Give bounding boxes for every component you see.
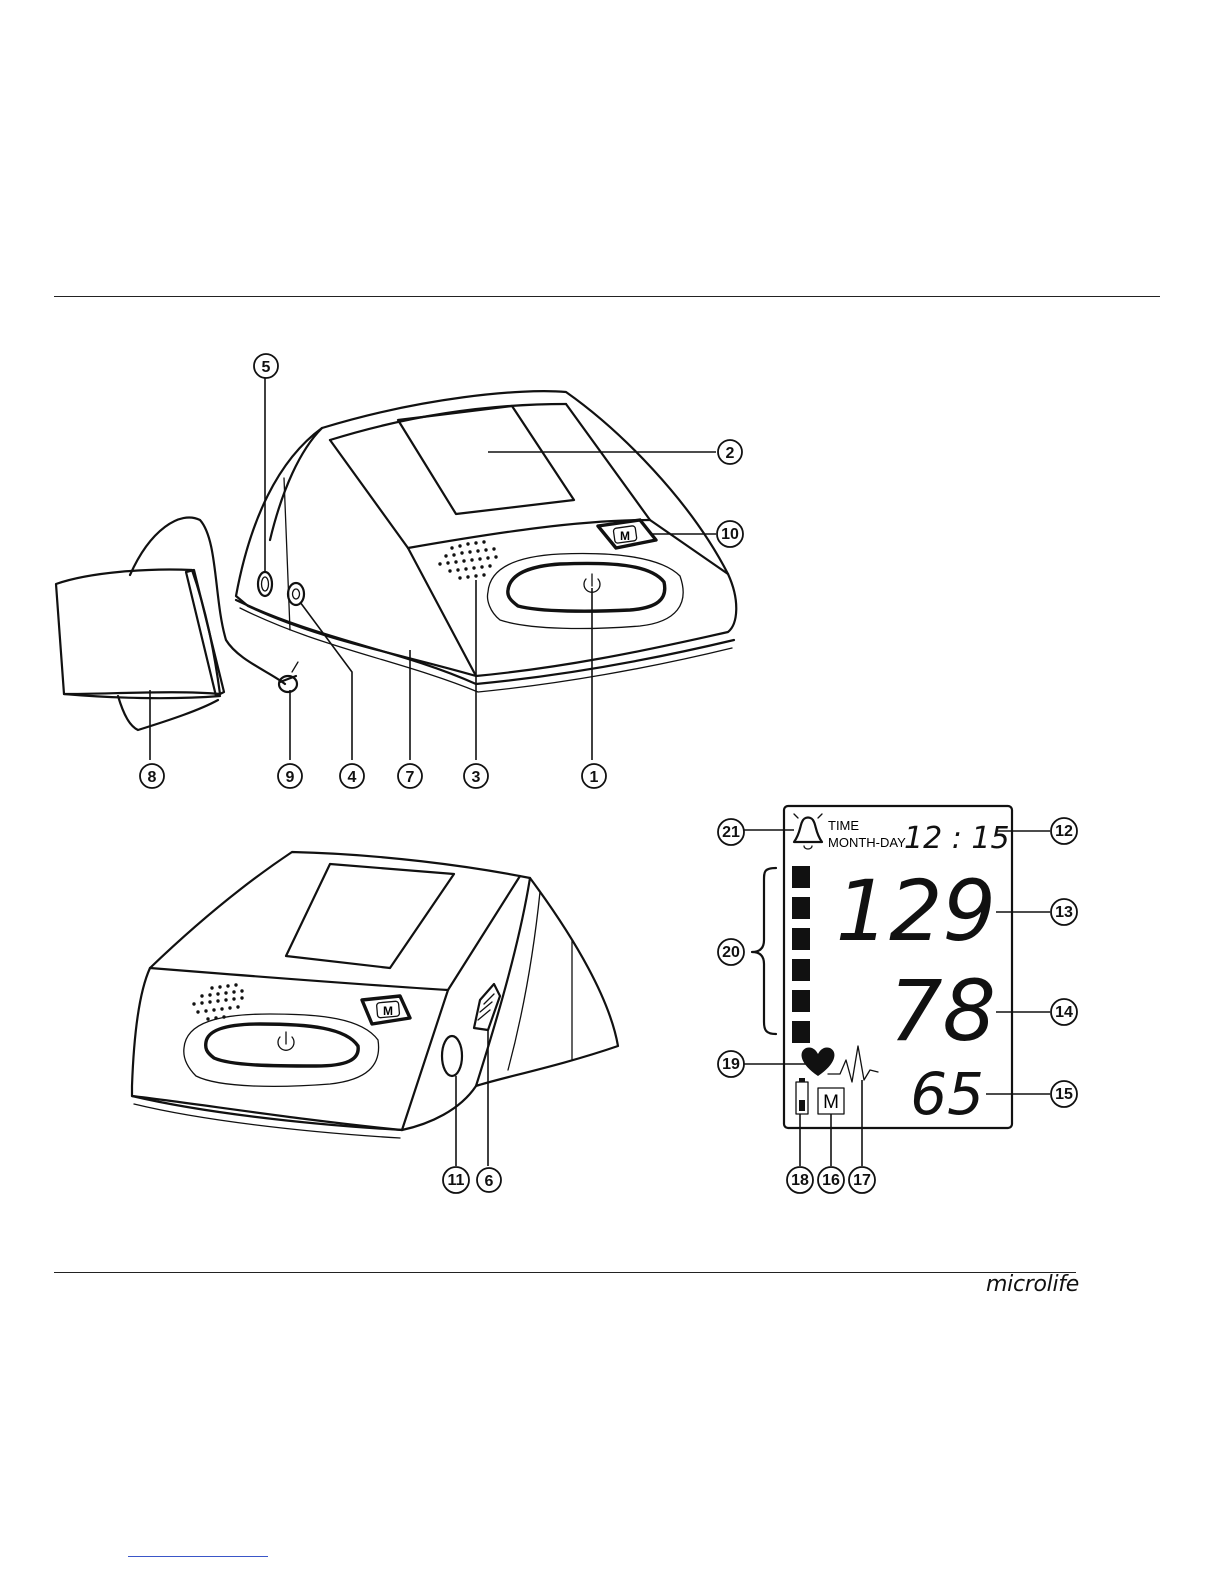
- svg-text:14: 14: [1055, 1004, 1073, 1021]
- speaker-grille: [438, 540, 497, 579]
- mains-adapter-socket: [288, 583, 304, 605]
- callout-lines-top: [150, 378, 716, 760]
- device-front-view: M: [236, 391, 736, 692]
- lcd-time-label: TIME: [828, 818, 859, 833]
- pressure-indicator-bars: [792, 866, 810, 1043]
- lcd-diastolic: 78: [889, 962, 996, 1060]
- callout-19: 19: [718, 1051, 744, 1077]
- callout-20: 20: [718, 939, 744, 965]
- lcd-display: TIME MONTH-DAY 12 : 15 129 78 65: [752, 806, 1012, 1128]
- memory-button-side[interactable]: M: [362, 996, 410, 1024]
- svg-text:M: M: [383, 1004, 393, 1018]
- usb-port: [442, 1036, 462, 1076]
- lcd-time-value: 12 : 15: [904, 821, 1010, 856]
- air-connector: [279, 662, 298, 692]
- alarm-bell-icon: [794, 814, 822, 849]
- callout-13: 13: [1051, 899, 1077, 925]
- svg-text:16: 16: [822, 1172, 840, 1189]
- callout-6: 6: [477, 1168, 501, 1192]
- lcd-date-label: MONTH-DAY: [828, 835, 906, 850]
- callout-8: 8: [140, 764, 164, 788]
- callout-5: 5: [254, 354, 278, 378]
- svg-text:12: 12: [1055, 823, 1073, 840]
- svg-text:17: 17: [853, 1172, 871, 1189]
- callout-16: 16: [818, 1167, 844, 1193]
- pulse-wave-icon: [828, 1046, 878, 1082]
- callout-2: 2: [718, 440, 742, 464]
- svg-text:19: 19: [722, 1056, 740, 1073]
- battery-icon: [796, 1078, 808, 1114]
- svg-text:6: 6: [485, 1173, 494, 1190]
- callout-4: 4: [340, 764, 364, 788]
- callout-17: 17: [849, 1167, 875, 1193]
- callout-11: 11: [443, 1167, 469, 1193]
- start-stop-button-side[interactable]: [206, 1024, 359, 1066]
- memory-icon: M: [818, 1088, 844, 1114]
- callout-3: 3: [464, 764, 488, 788]
- device-side-view: M: [132, 852, 618, 1138]
- callout-12: 12: [1051, 818, 1077, 844]
- svg-text:M: M: [823, 1092, 839, 1113]
- callout-9: 9: [278, 764, 302, 788]
- svg-text:8: 8: [148, 769, 157, 786]
- svg-text:7: 7: [406, 769, 415, 786]
- device-display-window-side: [286, 864, 454, 968]
- callout-7: 7: [398, 764, 422, 788]
- callout-21: 21: [718, 819, 744, 845]
- lcd-pulse: 65: [910, 1060, 984, 1128]
- callout-14: 14: [1051, 999, 1077, 1025]
- memory-button[interactable]: M: [598, 520, 656, 548]
- svg-text:18: 18: [791, 1172, 809, 1189]
- heart-icon: [802, 1047, 835, 1076]
- svg-text:15: 15: [1055, 1086, 1073, 1103]
- callout-15: 15: [1051, 1081, 1077, 1107]
- svg-text:3: 3: [472, 769, 481, 786]
- svg-text:1: 1: [590, 769, 599, 786]
- start-stop-button[interactable]: [508, 563, 665, 611]
- device-display-window: [398, 406, 574, 514]
- callout-10: 10: [717, 521, 743, 547]
- cuff-socket: [258, 572, 272, 596]
- arm-cuff: [56, 570, 224, 730]
- callout-1: 1: [582, 764, 606, 788]
- svg-text:M: M: [620, 529, 630, 543]
- svg-text:20: 20: [722, 944, 740, 961]
- svg-text:9: 9: [286, 769, 295, 786]
- bars-brace: [752, 868, 776, 1034]
- lcd-systolic: 129: [836, 862, 996, 960]
- svg-text:5: 5: [262, 359, 271, 376]
- svg-text:10: 10: [721, 526, 739, 543]
- svg-text:2: 2: [726, 445, 735, 462]
- svg-text:21: 21: [722, 824, 740, 841]
- power-icon-side: [278, 1032, 294, 1050]
- svg-text:11: 11: [448, 1172, 465, 1189]
- svg-text:13: 13: [1055, 904, 1073, 921]
- svg-text:4: 4: [348, 769, 357, 786]
- callout-18: 18: [787, 1167, 813, 1193]
